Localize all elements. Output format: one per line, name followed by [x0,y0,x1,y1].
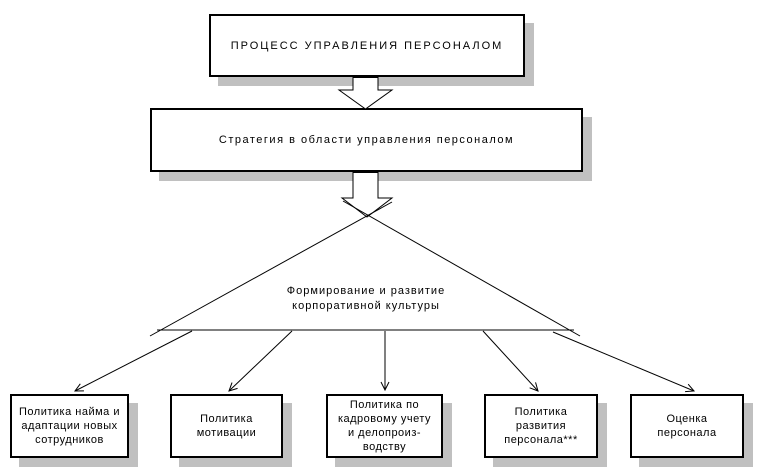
text-line: Формирование и развитие [286,285,446,297]
policy-box-assessment-label: Оценка персонала [657,412,716,440]
arrow-to-motivation-box [228,330,293,392]
process-title-box: ПРОЦЕСС УПРАВЛЕНИЯ ПЕРСОНАЛОМ [209,14,525,77]
policy-box-motivation: Политика мотивации [170,394,283,458]
policy-box-development: Политика развития персонала*** [484,394,598,458]
block-down-arrow-2 [340,172,394,218]
text-line: персонала [657,427,717,439]
text-line: водству [362,441,407,453]
strategy-label: Стратегия в области управления персонало… [218,134,515,146]
policy-box-assessment: Оценка персонала [630,394,744,458]
text-line: и делопроиз- [347,427,422,439]
triangle-left-edge [149,201,393,337]
text-line: сотрудников [35,434,104,446]
text-line: Политика [200,413,253,425]
text-line: корпоративной культуры [292,300,440,312]
triangle-right-edge [342,200,581,337]
policy-box-development-label: Политика развития персонала*** [504,405,578,447]
text-line: развития [515,420,567,432]
policy-box-motivation-label: Политика мотивации [197,412,257,440]
text-line: кадровому учету [337,413,432,425]
policy-box-hiring-adaptation: Политика найма и адаптации новых сотрудн… [10,394,129,458]
text-line: мотивации [196,427,257,439]
block-down-arrow-1 [337,77,394,110]
text-line: Политика найма и [19,406,120,418]
text-line: адаптации новых [21,420,118,432]
strategy-box: Стратегия в области управления персонало… [150,108,583,172]
arrow-to-assessment-box [552,331,696,393]
arrow-to-development-box [482,330,539,392]
arrow-to-hiring-box [74,330,193,392]
policy-box-hr-records: Политика по кадровому учету и делопроиз-… [326,394,443,458]
text-line: Оценка [666,413,708,425]
text-line: Политика по [349,399,420,411]
corporate-culture-label: Формирование и развитие корпоративной ку… [216,284,516,314]
process-title-label: ПРОЦЕСС УПРАВЛЕНИЯ ПЕРСОНАЛОМ [230,39,504,52]
text-line: Политика [514,406,568,418]
policy-box-hr-records-label: Политика по кадровому учету и делопроиз-… [338,398,431,454]
policy-box-hiring-adaptation-label: Политика найма и адаптации новых сотрудн… [19,405,120,447]
text-line: персонала*** [504,434,578,446]
